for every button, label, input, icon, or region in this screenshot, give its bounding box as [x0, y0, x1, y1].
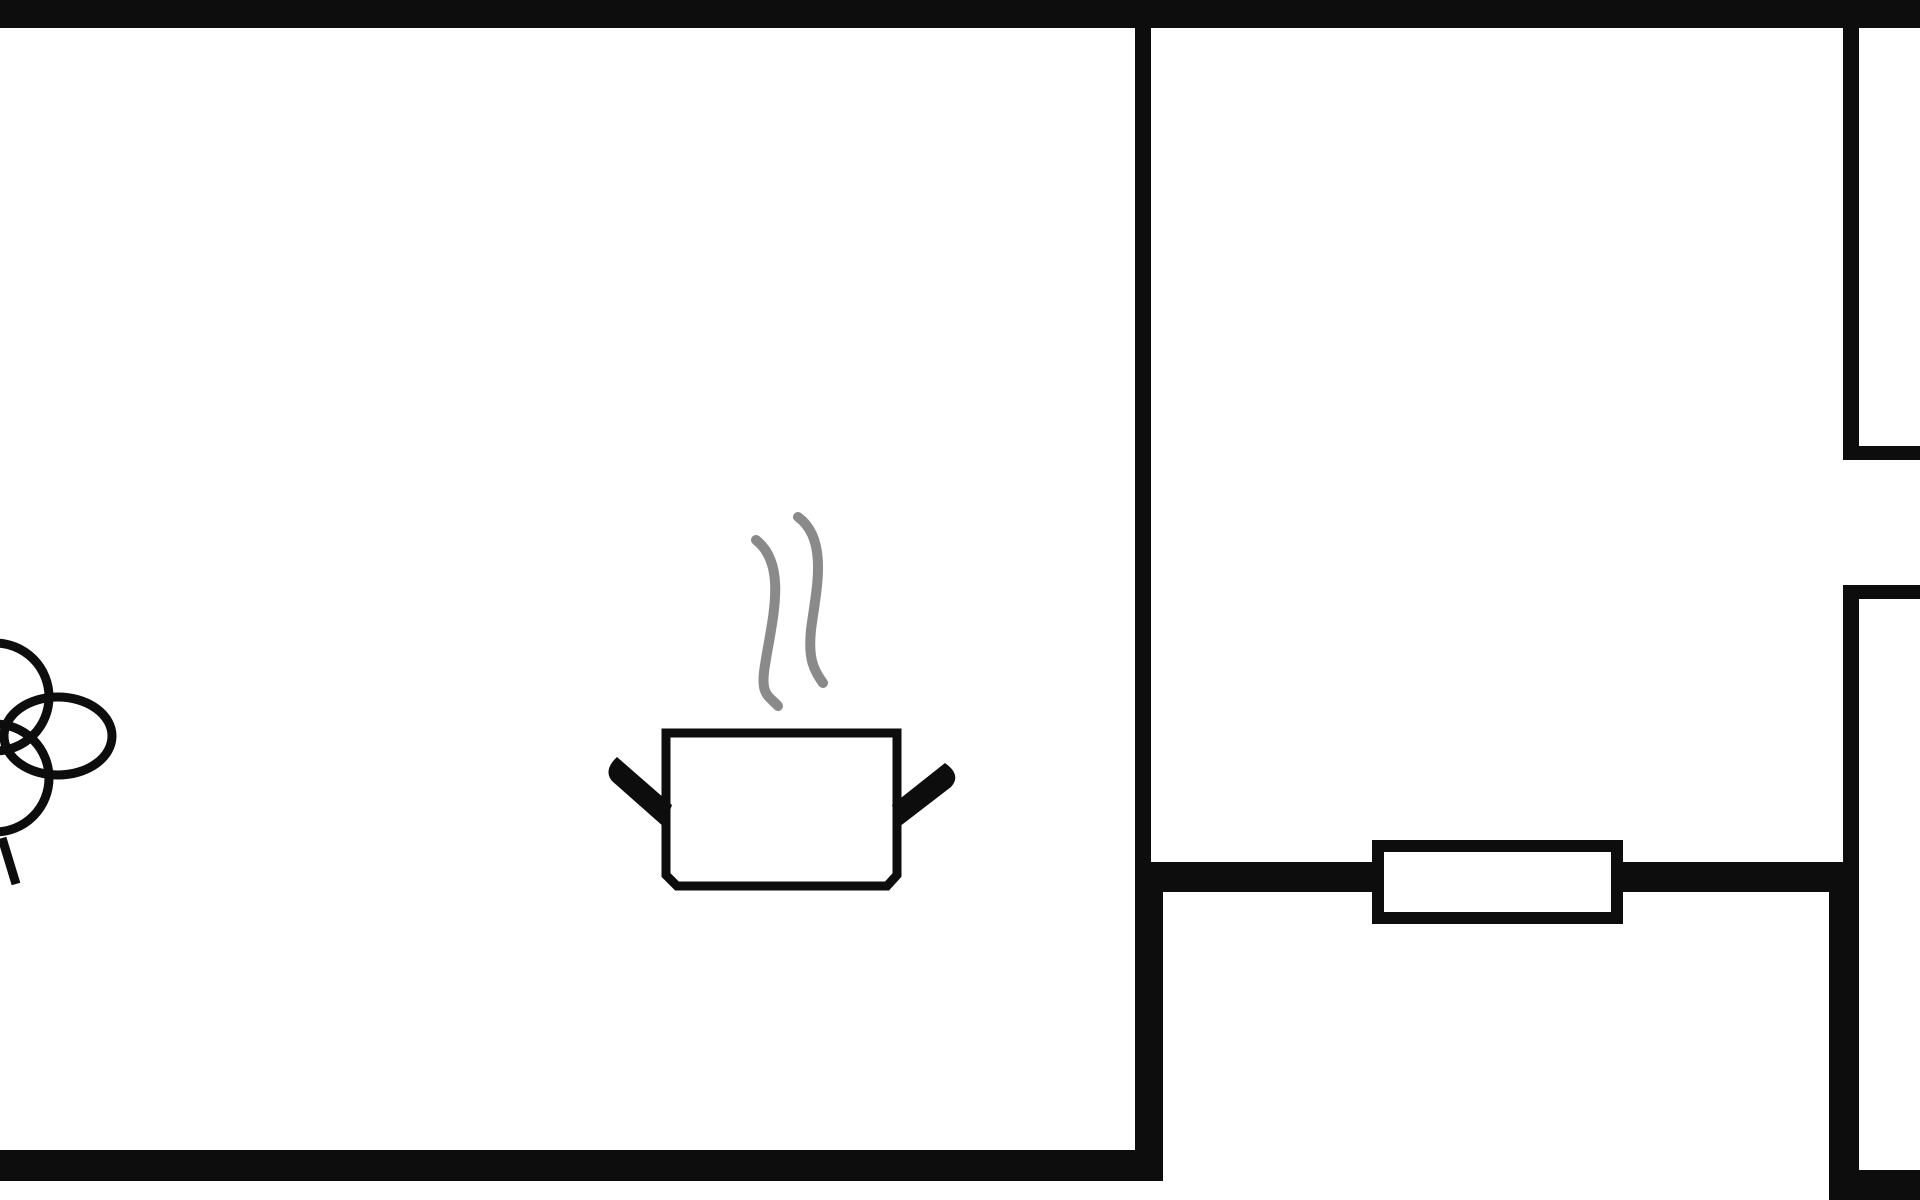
wall-step-vertical	[1135, 862, 1163, 1180]
pot-handle-left	[608, 757, 672, 827]
wall-top	[0, 0, 1920, 28]
wall-kitchen-right	[1135, 20, 1151, 878]
wall-right-upper-vertical	[1843, 20, 1859, 460]
stovetop-icon	[0, 638, 117, 886]
pot-body	[661, 728, 902, 891]
pot-handle-right	[892, 763, 956, 827]
wall-right-lower-cap	[1843, 585, 1920, 599]
wall-mid-horizontal-right	[1620, 862, 1845, 892]
wall-mid-horizontal-left	[1135, 862, 1375, 892]
wall-right-upper-cap	[1843, 446, 1920, 460]
wall-bottom-left	[0, 1150, 1163, 1181]
stove-knob	[0, 692, 117, 780]
wall-right-lower-vertical	[1843, 585, 1859, 1177]
window-frame	[1372, 840, 1623, 924]
steaming-pot-icon	[608, 512, 956, 891]
steam-line-left	[751, 535, 783, 711]
stove-leg	[0, 836, 21, 886]
steam-line-right	[793, 512, 828, 688]
sliding-window-icon	[1372, 840, 1623, 924]
wall-bottom-right	[1829, 1170, 1920, 1200]
